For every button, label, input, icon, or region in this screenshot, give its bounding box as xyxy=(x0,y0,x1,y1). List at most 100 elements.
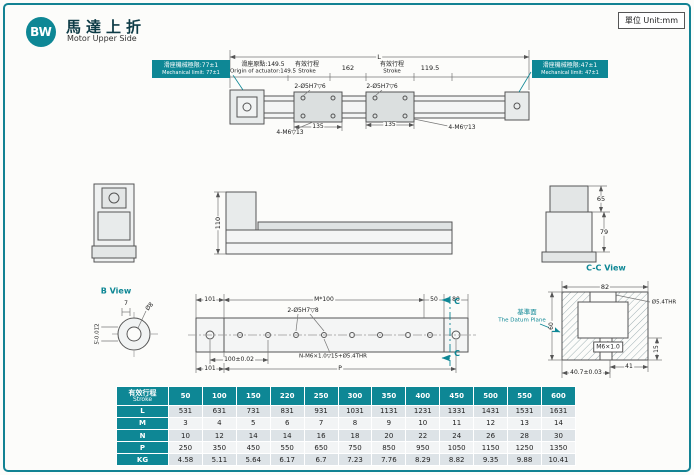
dim-110: 110 xyxy=(213,215,222,231)
stroke-column-header: 300 xyxy=(337,386,373,406)
row-label: P xyxy=(116,441,169,455)
table-cell: 10 xyxy=(405,416,441,431)
stroke-label-en: Stroke xyxy=(382,68,402,75)
series-badge: BW xyxy=(26,17,56,47)
stroke-column-header: 220 xyxy=(269,386,305,406)
dim-101-top: 101 xyxy=(203,296,217,303)
table-cell: 5.11 xyxy=(201,453,237,467)
dim-65: 65 xyxy=(595,194,607,203)
stroke-label-zh: 有效行程 xyxy=(293,61,321,68)
thread-hole-label: 4-M6▽13 xyxy=(447,124,477,131)
table-cell: 1150 xyxy=(473,441,509,455)
table-cell: 5.64 xyxy=(235,453,271,467)
table-cell: 10 xyxy=(168,429,203,443)
row-label: KG xyxy=(116,453,169,467)
table-cell: 750 xyxy=(337,441,373,455)
stroke-column-header: 150 xyxy=(235,386,271,406)
limit-callout-left: 滑座機械極限:77±1 Mechanical limit: 77±1 xyxy=(152,60,230,79)
datum-label-zh: 基準面 xyxy=(517,307,537,316)
table-cell: 1631 xyxy=(540,404,577,418)
dim-41: 41 xyxy=(624,363,634,370)
table-cell: 1431 xyxy=(473,404,509,418)
dim-50: 50 xyxy=(429,296,439,303)
limit-left-en: Mechanical limit: 77±1 xyxy=(162,70,220,77)
dim-100-pitch: 100±0.02 xyxy=(223,356,255,363)
table-cell: 9 xyxy=(371,416,407,431)
row-label: N xyxy=(116,429,169,443)
dim-135: 135 xyxy=(311,123,325,130)
datum-label-en: The Datum Plane xyxy=(498,317,546,324)
stroke-column-header: 450 xyxy=(439,386,475,406)
table-cell: 931 xyxy=(303,404,339,418)
table-cell: 8 xyxy=(337,416,373,431)
mount-thread-label: N-M6×1.0▽15+Ø5.4THR xyxy=(298,353,368,360)
table-cell: 6.7 xyxy=(303,453,339,467)
dowel-hole-label: 2-Ø5H7▽8 xyxy=(286,307,320,314)
table-cell: 14 xyxy=(269,429,305,443)
page-border xyxy=(3,3,691,472)
dim-7: 7 xyxy=(123,300,129,307)
dim-60: 60 xyxy=(548,321,555,331)
table-cell: 12 xyxy=(201,429,237,443)
table-cell: 12 xyxy=(473,416,509,431)
stroke-header-zh: 有效行程 xyxy=(128,388,157,397)
stroke-column-header: 250 xyxy=(303,386,339,406)
limit-callout-right: 滑座機械極限:47±1 Mechanical limit: 47±1 xyxy=(532,60,608,79)
table-cell: 1350 xyxy=(540,441,577,455)
origin-label-en: Origin of actuator:149.5 xyxy=(228,68,298,75)
table-cell: 13 xyxy=(507,416,542,431)
table-cell: 4.58 xyxy=(168,453,203,467)
table-cell: 4 xyxy=(201,416,237,431)
table-cell: 6 xyxy=(269,416,305,431)
limit-left-zh: 滑座機械極限:77±1 xyxy=(163,62,219,69)
dim-119-5: 119.5 xyxy=(419,63,441,72)
table-cell: 3 xyxy=(168,416,203,431)
table-cell: 1531 xyxy=(507,404,542,418)
table-cell: 8.29 xyxy=(405,453,441,467)
table-cell: 1031 xyxy=(337,404,373,418)
table-cell: 1131 xyxy=(371,404,407,418)
table-cell: 24 xyxy=(439,429,475,443)
table-cell: 22 xyxy=(405,429,441,443)
dim-135: 135 xyxy=(383,121,397,128)
table-cell: 250 xyxy=(168,441,203,455)
stroke-column-header: 100 xyxy=(201,386,237,406)
row-label: M xyxy=(116,416,169,431)
section-mark-c: C xyxy=(454,349,460,358)
table-cell: 9.88 xyxy=(507,453,542,467)
table-cell: 631 xyxy=(201,404,237,418)
dim-82: 82 xyxy=(599,282,611,291)
table-cell: 1331 xyxy=(439,404,475,418)
stroke-column-header: 550 xyxy=(507,386,542,406)
table-cell: 850 xyxy=(371,441,407,455)
dim-80: 80 xyxy=(451,296,461,303)
table-cell: 1050 xyxy=(439,441,475,455)
table-cell: 8.82 xyxy=(439,453,475,467)
dim-162: 162 xyxy=(340,63,356,72)
table-cell: 14 xyxy=(235,429,271,443)
thr-hole-label: Ø5.4THR xyxy=(650,299,678,306)
table-cell: 14 xyxy=(540,416,577,431)
table-cell: 7.23 xyxy=(337,453,373,467)
dim-p: P xyxy=(337,365,343,372)
dim-overall-length: L xyxy=(376,52,382,61)
table-cell: 28 xyxy=(507,429,542,443)
table-cell: 5 xyxy=(235,416,271,431)
table-cell: 26 xyxy=(473,429,509,443)
table-cell: 11 xyxy=(439,416,475,431)
dim-15: 15 xyxy=(653,344,660,354)
table-cell: 18 xyxy=(337,429,373,443)
table-cell: 7 xyxy=(303,416,339,431)
table-cell: 350 xyxy=(201,441,237,455)
table-cell: 831 xyxy=(269,404,305,418)
table-cell: 10.41 xyxy=(540,453,577,467)
